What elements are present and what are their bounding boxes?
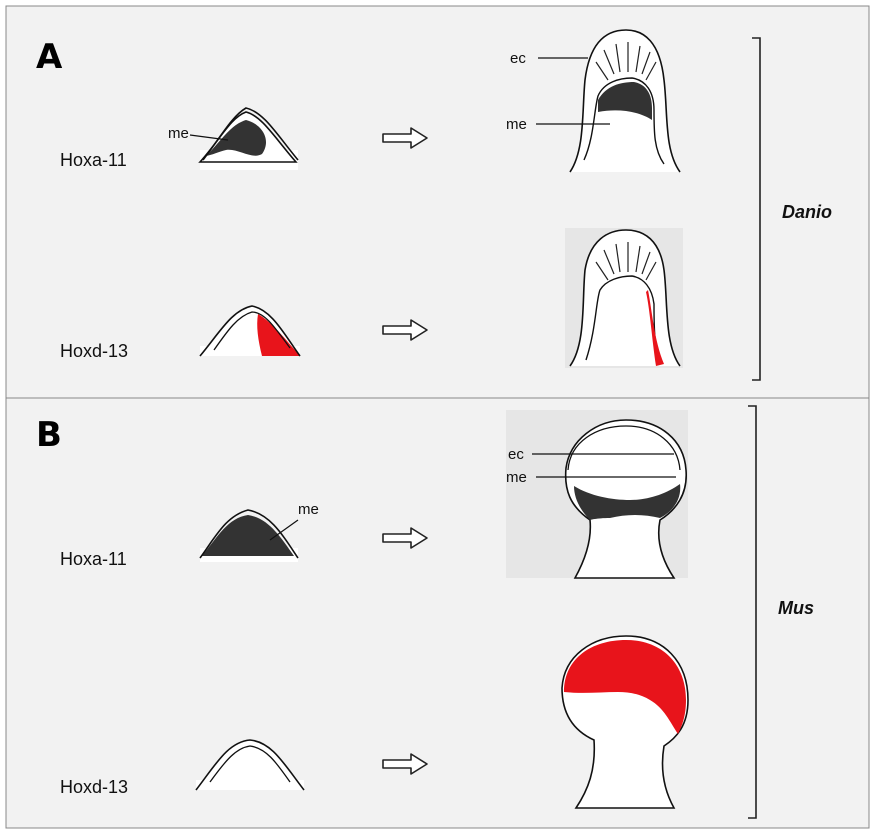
panel-letter-a: A (36, 37, 63, 77)
gene-label-a-hoxa11: Hoxa-11 (60, 150, 127, 170)
figure-background (6, 6, 869, 828)
me-label-b-late: me (506, 469, 527, 486)
gene-label-b-hoxd13: Hoxd-13 (60, 777, 128, 797)
gene-label-b-hoxa11: Hoxa-11 (60, 549, 127, 569)
me-label-a-early: me (168, 125, 189, 142)
species-label-mus: Mus (778, 598, 814, 618)
ec-label-a: ec (510, 50, 526, 67)
panel-letter-b: B (36, 415, 62, 455)
species-label-danio: Danio (782, 202, 832, 222)
ec-label-b: ec (508, 446, 524, 463)
gene-label-a-hoxd13: Hoxd-13 (60, 341, 128, 361)
me-label-b-early: me (298, 501, 319, 518)
me-label-a-late: me (506, 116, 527, 133)
